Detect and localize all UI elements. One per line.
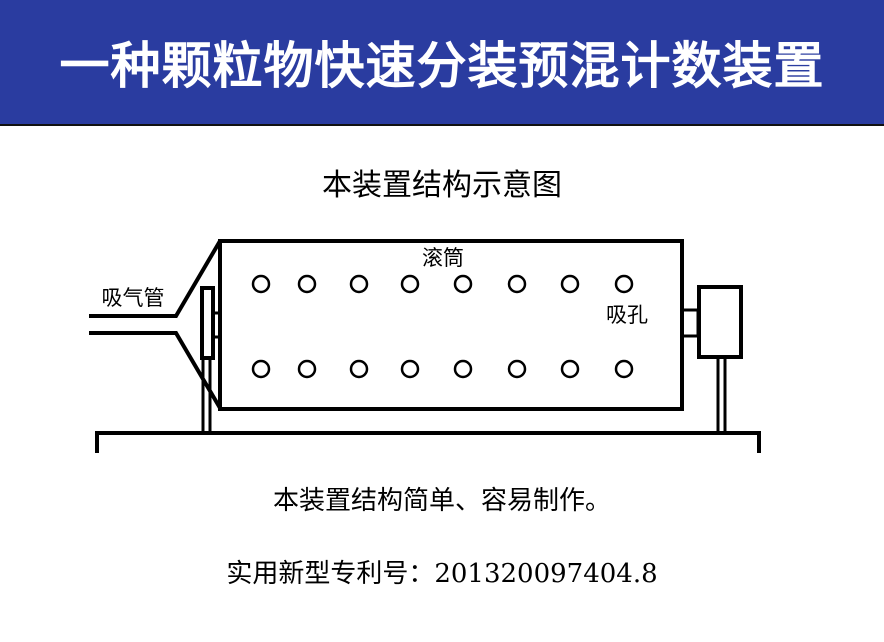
right-connector [680, 308, 700, 338]
suction-hole [297, 359, 317, 379]
drum-label: 滚筒 [422, 246, 464, 270]
air-pipe-label: 吸气管 [102, 286, 165, 310]
suction-hole [349, 274, 369, 294]
patent-number: 实用新型专利号：201320097404.8 [226, 559, 658, 589]
base-platform [95, 431, 761, 453]
suction-hole [614, 274, 634, 294]
page-title: 一种颗粒物快速分装预混计数装置 [59, 36, 825, 95]
suction-hole [614, 359, 634, 379]
suction-hole [453, 274, 473, 294]
left-bearing [200, 286, 215, 360]
air-pipe-bottom [89, 331, 222, 410]
left-tab [211, 311, 222, 339]
air-pipe-top [89, 239, 222, 318]
title-bar: 一种颗粒物快速分装预混计数装置 [0, 0, 884, 126]
suction-hole [453, 359, 473, 379]
suction-hole [297, 274, 317, 294]
suction-hole [400, 274, 420, 294]
description-text: 本装置结构简单、容易制作。 [272, 486, 611, 516]
motor-box [697, 285, 743, 359]
suction-hole [507, 274, 527, 294]
suction-hole [400, 359, 420, 379]
suction-hole [507, 359, 527, 379]
suction-hole [349, 359, 369, 379]
suction-hole [560, 274, 580, 294]
suction-hole [251, 274, 271, 294]
suction-hole [560, 359, 580, 379]
diagram-title: 本装置结构示意图 [322, 168, 562, 203]
suction-hole-label: 吸孔 [606, 303, 648, 327]
suction-hole [251, 359, 271, 379]
